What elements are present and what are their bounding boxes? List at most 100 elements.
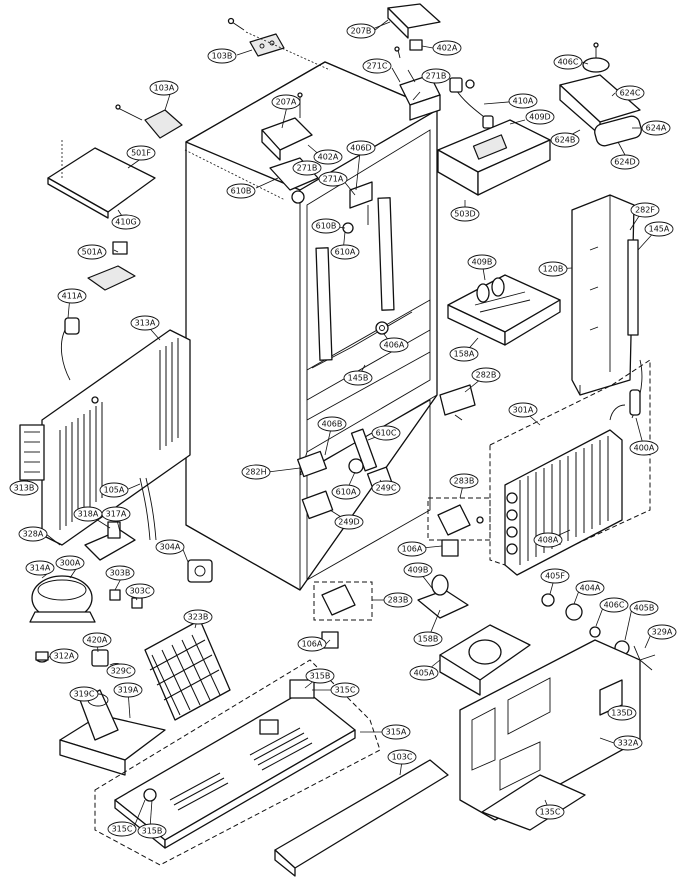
svg-text:207B: 207B bbox=[351, 27, 372, 36]
callout-501A: 501A bbox=[77, 244, 107, 260]
callout-303C: 303C bbox=[125, 583, 155, 599]
callout-158B: 158B bbox=[413, 631, 443, 647]
svg-text:103C: 103C bbox=[392, 753, 413, 762]
svg-text:402A: 402A bbox=[318, 153, 339, 162]
part-323B-condenser bbox=[144, 619, 231, 721]
callout-319A: 319A bbox=[113, 682, 143, 698]
callout-404A: 404A bbox=[575, 580, 605, 596]
svg-text:300A: 300A bbox=[60, 559, 81, 568]
callout-158A: 158A bbox=[449, 346, 479, 362]
callout-106A-top: 106A bbox=[397, 541, 427, 557]
callout-408A: 408A bbox=[533, 532, 563, 548]
callout-207A: 207A bbox=[271, 94, 301, 110]
svg-text:312A: 312A bbox=[54, 652, 75, 661]
callout-303B: 303B bbox=[105, 565, 135, 581]
svg-text:304A: 304A bbox=[160, 543, 181, 552]
svg-text:610B: 610B bbox=[231, 187, 252, 196]
part-120B-duct bbox=[571, 194, 639, 396]
svg-text:313B: 313B bbox=[14, 484, 35, 493]
svg-text:323B: 323B bbox=[188, 613, 209, 622]
svg-text:624B: 624B bbox=[555, 136, 576, 145]
svg-text:501F: 501F bbox=[131, 149, 151, 158]
callout-103C: 103C bbox=[387, 749, 417, 765]
part-406D-bracket bbox=[349, 181, 373, 225]
svg-text:624D: 624D bbox=[614, 158, 635, 167]
part-304A-starter bbox=[187, 559, 213, 583]
callout-282B: 282B bbox=[471, 367, 501, 383]
svg-text:404A: 404A bbox=[580, 584, 601, 593]
svg-text:249C: 249C bbox=[376, 484, 397, 493]
svg-text:282B: 282B bbox=[476, 371, 497, 380]
svg-text:303C: 303C bbox=[130, 587, 151, 596]
callout-145B: 145B bbox=[343, 370, 373, 386]
callout-318A: 318A bbox=[73, 506, 103, 522]
callout-610B: 610B bbox=[311, 218, 341, 234]
part-103B-cap bbox=[236, 33, 285, 57]
part-411A-power-cord bbox=[60, 317, 80, 381]
callout-106A: 106A bbox=[297, 636, 327, 652]
callout-610A: 610A bbox=[331, 484, 361, 500]
part-158A-shelf bbox=[447, 274, 561, 346]
svg-text:135C: 135C bbox=[540, 808, 561, 817]
svg-text:610A: 610A bbox=[335, 248, 356, 257]
part-300A-compressor bbox=[29, 575, 96, 623]
part-405-fan-assembly bbox=[439, 593, 656, 696]
callout-402A: 402A bbox=[313, 149, 343, 165]
svg-text:282H: 282H bbox=[245, 468, 266, 477]
part-283B-bracket-group bbox=[427, 497, 491, 541]
callout-406A: 406A bbox=[379, 337, 409, 353]
part-315A-base-plate bbox=[94, 659, 381, 866]
svg-text:406D: 406D bbox=[350, 144, 371, 153]
part-105A-tube bbox=[139, 477, 157, 541]
part-103C-kick-plate bbox=[274, 759, 449, 877]
part-103A-cap bbox=[115, 104, 183, 139]
callout-410A: 410A bbox=[508, 93, 538, 109]
svg-text:400A: 400A bbox=[634, 444, 655, 453]
part-283B-lower-group bbox=[313, 581, 373, 621]
callout-329C: 329C bbox=[106, 663, 136, 679]
svg-text:314A: 314A bbox=[30, 564, 51, 573]
callout-120B: 120B bbox=[538, 261, 568, 277]
callout-332A: 332A bbox=[613, 735, 643, 751]
callout-135D: 135D bbox=[607, 705, 637, 721]
svg-text:624C: 624C bbox=[620, 89, 641, 98]
part-282B-bracket bbox=[439, 384, 476, 421]
callout-329A: 329A bbox=[647, 624, 677, 640]
svg-text:282F: 282F bbox=[635, 206, 655, 215]
callout-624B: 624B bbox=[550, 132, 580, 148]
svg-text:106A: 106A bbox=[402, 545, 423, 554]
svg-text:319A: 319A bbox=[118, 686, 139, 695]
callout-315C: 315C bbox=[107, 821, 137, 837]
svg-text:106A: 106A bbox=[302, 640, 323, 649]
svg-text:406C: 406C bbox=[558, 58, 579, 67]
part-406B-610C-rails bbox=[296, 428, 378, 478]
part-501F-cover bbox=[47, 140, 286, 219]
callout-610A-top: 610A bbox=[330, 244, 360, 260]
part-207A-bracket bbox=[261, 92, 313, 161]
callout-315B: 315B bbox=[137, 823, 167, 839]
part-313B-grille bbox=[19, 424, 45, 481]
svg-text:158B: 158B bbox=[418, 635, 439, 644]
svg-text:271B: 271B bbox=[297, 164, 318, 173]
svg-text:271A: 271A bbox=[323, 175, 344, 184]
callout-405A: 405A bbox=[409, 665, 439, 681]
svg-text:145B: 145B bbox=[348, 374, 369, 383]
callout-105A: 105A bbox=[99, 482, 129, 498]
svg-text:315B: 315B bbox=[142, 827, 163, 836]
svg-text:406B: 406B bbox=[322, 420, 343, 429]
svg-text:283B: 283B bbox=[454, 477, 475, 486]
part-207B-bracket bbox=[369, 3, 441, 39]
part-624-dispenser-assembly bbox=[559, 42, 642, 147]
part-312A-grommet bbox=[35, 651, 49, 663]
svg-text:610A: 610A bbox=[336, 488, 357, 497]
part-158B-cup bbox=[417, 574, 469, 619]
callout-282F: 282F bbox=[630, 202, 660, 218]
callout-314A: 314A bbox=[25, 560, 55, 576]
svg-text:103B: 103B bbox=[212, 52, 233, 61]
callout-317A: 317A bbox=[101, 506, 131, 522]
svg-text:406C: 406C bbox=[604, 601, 625, 610]
callout-315C-top: 315C bbox=[330, 682, 360, 698]
callout-406D: 406D bbox=[346, 140, 376, 156]
callout-315A: 315A bbox=[381, 724, 411, 740]
svg-text:410G: 410G bbox=[115, 218, 136, 227]
